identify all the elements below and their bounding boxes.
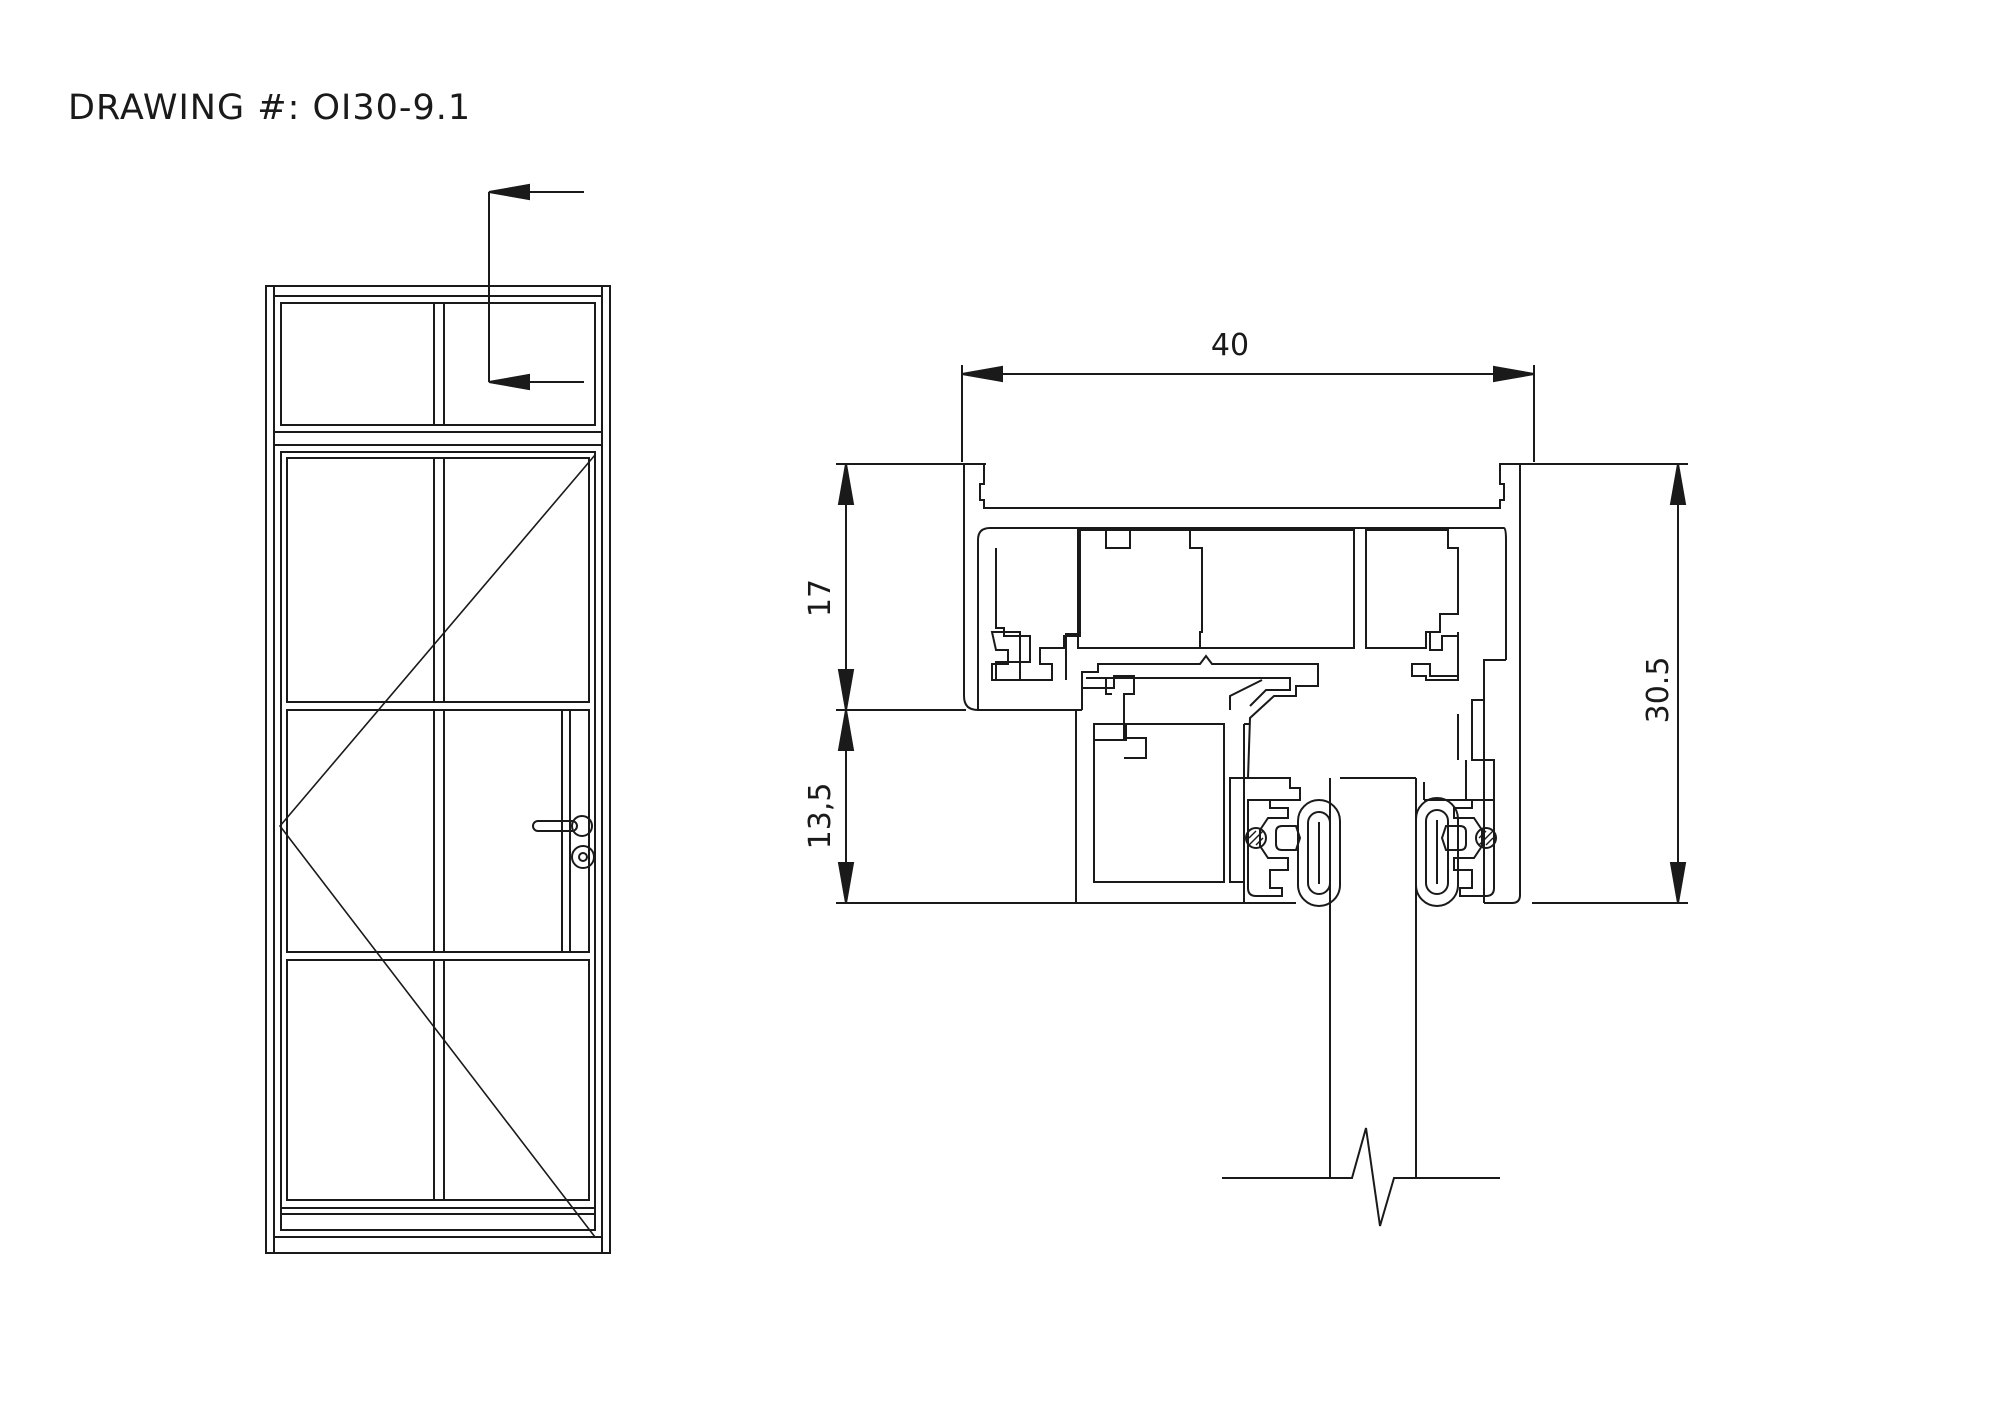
dimension-label-40: 40	[1211, 328, 1249, 363]
glass-pane	[1222, 777, 1500, 1227]
dimension-label-17: 17	[803, 579, 838, 617]
lock-cylinder-icon	[571, 845, 595, 869]
drawing-title: DRAWING #: OI30-9.1	[68, 88, 472, 128]
door-elevation	[265, 183, 611, 1254]
dimension-40	[961, 365, 1535, 462]
right-gasket	[1415, 797, 1497, 907]
dimension-30-5	[1516, 463, 1688, 904]
dimension-label-13-5: 13,5	[803, 783, 838, 850]
frame-profile	[963, 463, 1521, 904]
thermal-break	[1081, 654, 1319, 779]
door-leaf	[273, 444, 603, 1238]
door-handle	[532, 815, 595, 869]
dimension-label-30-5: 30.5	[1641, 657, 1676, 724]
dimension-left	[836, 463, 1076, 904]
profile-section	[836, 365, 1688, 1227]
transom-panel	[273, 295, 603, 433]
swing-indicator	[278, 454, 596, 1238]
left-gasket	[1245, 799, 1341, 907]
section-cut-marker	[488, 183, 584, 391]
